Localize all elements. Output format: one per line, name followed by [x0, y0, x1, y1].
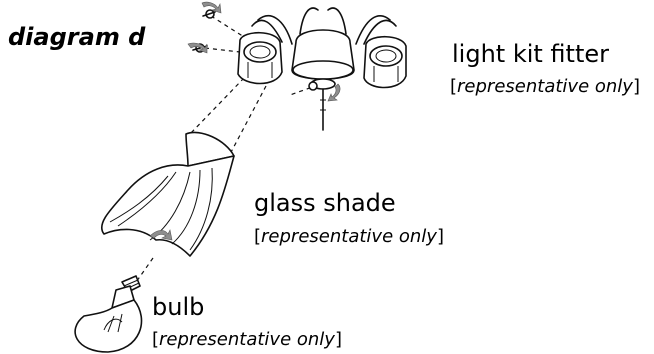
bulb — [75, 276, 141, 352]
fitter-note: [representative only] — [450, 78, 640, 96]
shade-note: [representative only] — [254, 228, 444, 246]
bulb-label: bulb — [152, 295, 204, 319]
shade-label: glass shade — [254, 191, 396, 215]
fitter-label: light kit fitter — [452, 42, 609, 66]
screw-icon — [309, 82, 317, 90]
bulb-note: [representative only] — [152, 331, 342, 349]
light-kit-fitter — [238, 8, 406, 130]
diagram-title: diagram d — [8, 23, 145, 51]
screw-icon — [203, 10, 215, 18]
